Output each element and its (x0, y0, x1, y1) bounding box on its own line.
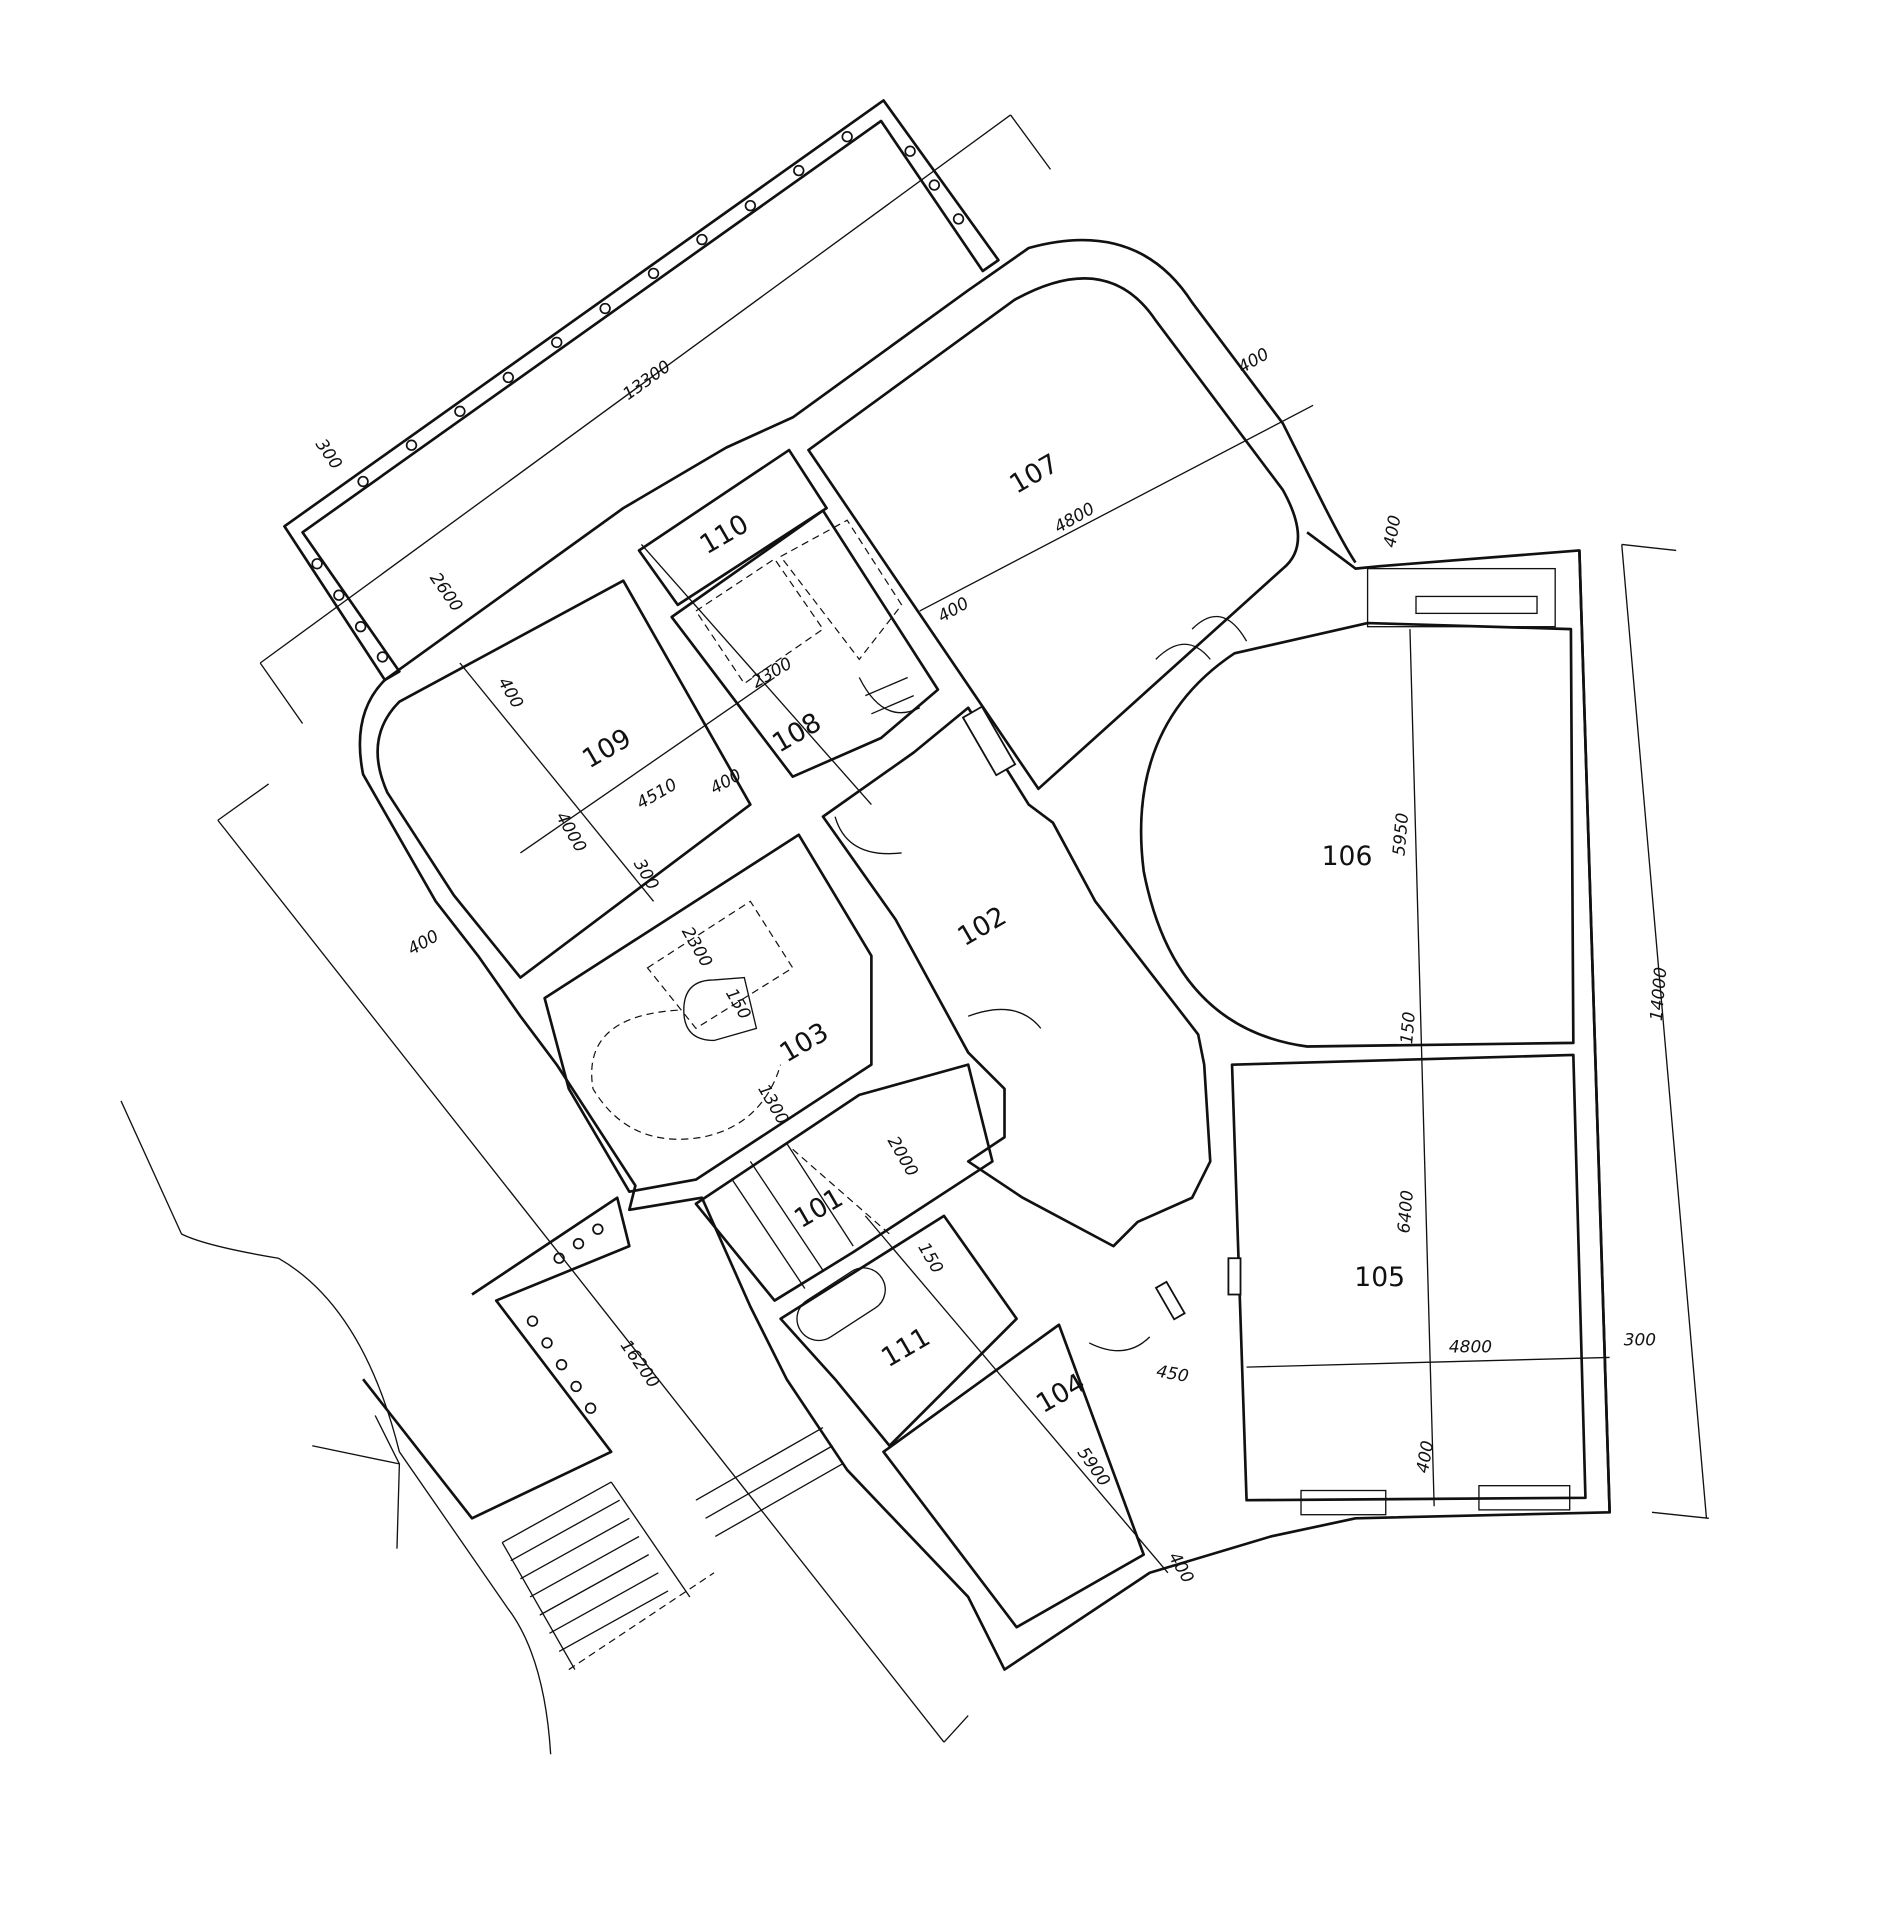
dim-stair-landing: 150 (722, 985, 755, 1023)
dim-r105-left-wall: 450 (1155, 1361, 1190, 1386)
room-label-110: 110 (695, 509, 755, 561)
dim-r104-length: 5900 (1074, 1443, 1115, 1490)
dimension-labels: 13300 16200 14000 300 2600 4800 400 400 … (312, 343, 1671, 1586)
dim-r109-wall-left: 400 (404, 925, 442, 958)
dim-r105-outer-wall: 300 (1624, 1329, 1656, 1349)
colonnade-columns (311, 131, 965, 663)
room-label-107: 107 (1004, 448, 1064, 500)
room-label-111: 111 (876, 1322, 936, 1374)
dim-r107-wall-right: 400 (1234, 343, 1272, 376)
walls (120, 238, 1611, 1755)
dim-r106-top-wall: 400 (1379, 514, 1404, 549)
dim-r109-depth: 4000 (552, 808, 591, 855)
dim-r105-width: 4800 (1449, 1337, 1492, 1357)
dim-overall-right: 14000 (1646, 966, 1671, 1021)
dim-terrace-offset: 300 (312, 435, 347, 473)
dim-r109-wall-bottom: 300 (630, 855, 663, 893)
dim-r109-wall-right: 400 (707, 764, 745, 797)
dim-r107-wall: 400 (934, 593, 972, 626)
room-label-102: 102 (952, 901, 1012, 953)
room-label-108: 108 (767, 707, 827, 759)
dim-r109-width: 4510 (633, 774, 680, 813)
dim-overall-top: 13300 (619, 356, 674, 404)
room-label-109: 109 (577, 723, 637, 775)
room-label-106: 106 (1322, 841, 1373, 872)
room-label-103: 103 (774, 1017, 834, 1069)
dim-r106-105-wall: 150 (1396, 1011, 1419, 1045)
dim-corridor-101: 2000 (884, 1132, 923, 1179)
dim-r109-wall-top: 400 (494, 674, 527, 712)
dim-corridor-101-wall: 150 (914, 1239, 947, 1277)
dim-stair-108: 2300 (748, 653, 795, 692)
dim-r106-length: 5950 (1388, 812, 1412, 857)
dim-r107-width: 4800 (1050, 498, 1097, 537)
dim-overall-left: 16200 (617, 1336, 664, 1392)
room-label-105: 105 (1354, 1262, 1405, 1293)
dim-r105-length: 6400 (1393, 1189, 1417, 1234)
dimension-lines (217, 114, 1709, 1743)
dim-stair-103: 2300 (678, 923, 717, 970)
room-label-104: 104 (1031, 1368, 1091, 1420)
dim-terrace-depth: 2600 (426, 568, 467, 615)
